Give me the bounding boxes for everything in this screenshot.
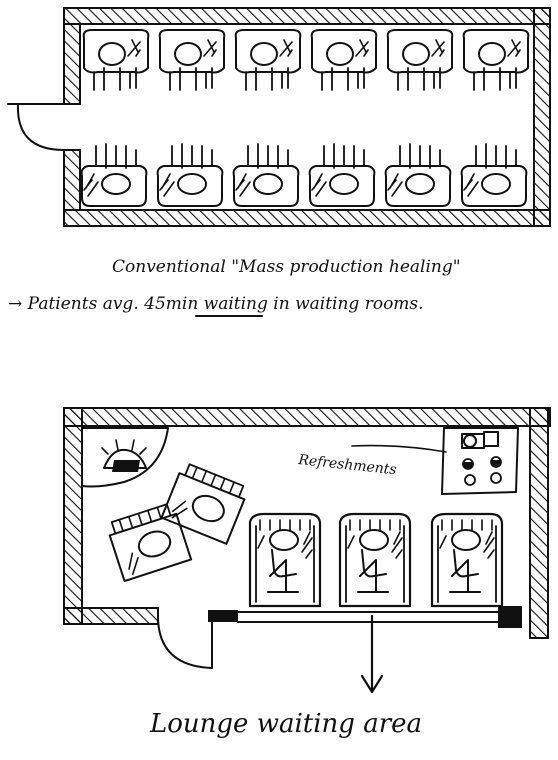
conventional-waiting-room	[7, 7, 551, 227]
chair-row-upper	[82, 29, 530, 91]
bottom-wall-north	[63, 407, 551, 427]
bottom-wall-west	[63, 407, 83, 625]
bottom-wall-south-left	[63, 607, 159, 625]
waiting-chair	[232, 143, 300, 207]
refreshments-leader-line	[351, 444, 447, 453]
lounge-door	[157, 615, 213, 669]
top-wall-east	[533, 7, 551, 227]
top-door	[7, 103, 65, 151]
top-note-time: 45min	[143, 294, 198, 314]
lounge-chair	[338, 512, 412, 608]
down-arrow-icon	[360, 614, 384, 694]
waiting-chair	[82, 29, 150, 91]
lounge-waiting-room: Refreshments	[63, 407, 551, 694]
coffee-machine-icon	[461, 431, 499, 449]
top-note-prefix: → Patients avg.	[8, 294, 144, 314]
armchair-upper	[160, 461, 250, 545]
partition-post	[498, 606, 522, 628]
plant-icon	[101, 439, 147, 472]
door-post	[208, 610, 238, 622]
waiting-chair	[310, 29, 378, 91]
waiting-chair	[80, 143, 148, 207]
top-note: → Patients avg. 45min waiting in waiting…	[8, 294, 424, 314]
waiting-chair	[462, 29, 530, 91]
waiting-chair	[308, 143, 376, 207]
corner-zone	[81, 427, 169, 488]
waiting-chair	[156, 143, 224, 207]
chair-row-lower	[80, 143, 528, 207]
top-caption: Conventional "Mass production healing"	[112, 257, 461, 277]
top-wall-north	[63, 7, 551, 25]
refreshments-counter	[441, 427, 519, 495]
lounge-chair	[248, 512, 322, 608]
waiting-chair	[234, 29, 302, 91]
lounge-chair	[430, 512, 504, 608]
waiting-chair	[384, 143, 452, 207]
waiting-chair	[460, 143, 528, 207]
top-wall-west-upper	[63, 23, 81, 105]
top-wall-south	[63, 209, 551, 227]
cups-icon	[462, 456, 502, 486]
top-note-suffix: waiting in waiting rooms.	[198, 294, 423, 314]
glass-partition	[237, 611, 511, 623]
bottom-wall-east	[529, 407, 549, 639]
waiting-chair	[158, 29, 226, 91]
refreshments-label: Refreshments	[297, 452, 398, 478]
bottom-caption: Lounge waiting area	[149, 709, 422, 739]
waiting-chair	[386, 29, 454, 91]
top-wall-west-lower	[63, 149, 81, 211]
